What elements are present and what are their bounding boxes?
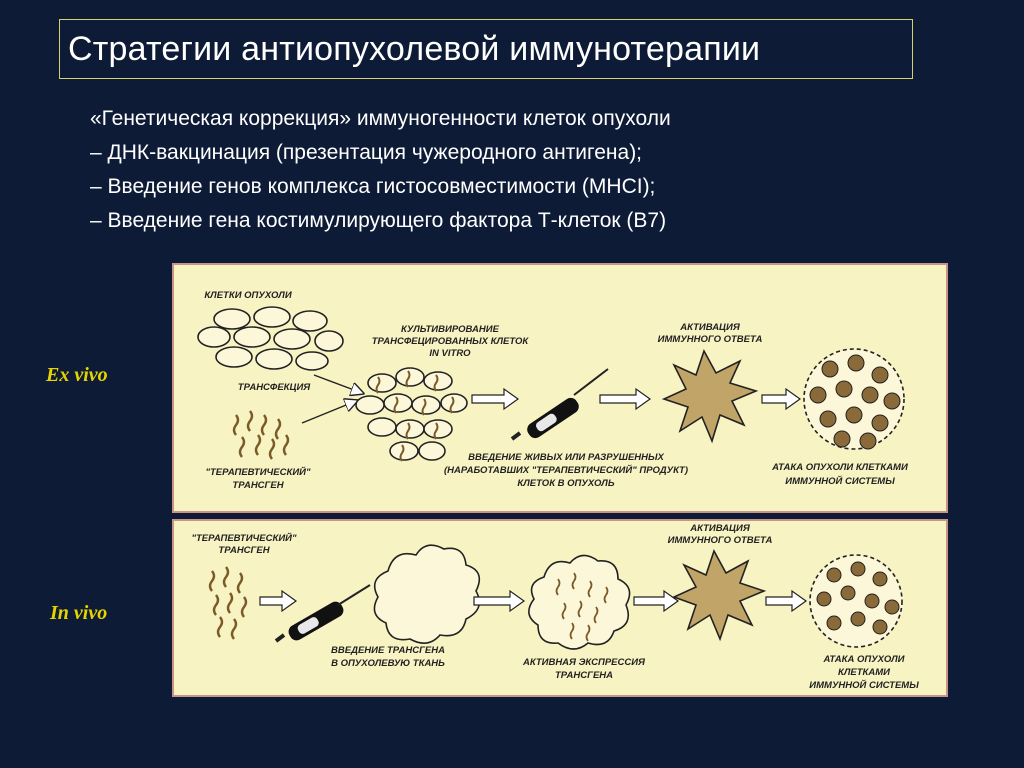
syringe-icon: [510, 368, 609, 441]
iv-introduction-line-1: ВВЕДЕНИЕ ТРАНСГЕНА: [331, 645, 445, 656]
introduction-line-3: КЛЕТОК В ОПУХОЛЬ: [517, 478, 614, 489]
iv-tumor-cloud-icon: [373, 544, 481, 644]
slide-title: Стратегии антиопухолевой иммунотерапии: [68, 30, 761, 68]
transgene-label-line-2: ТРАНСГЕН: [232, 480, 284, 491]
bullet-1: «Генетическая коррекция» иммуногенности …: [90, 107, 671, 130]
iv-flow-arrow-2: [473, 589, 526, 613]
iv-transgene-line-2: ТРАНСГЕН: [218, 545, 270, 556]
flow-arrow-2: [599, 387, 652, 411]
introduction-line-1: ВВЕДЕНИЕ ЖИВЫХ ИЛИ РАЗРУШЕННЫХ: [468, 452, 664, 463]
introduction-line-2: (НАРАБОТАВШИХ "ТЕРАПЕВТИЧЕСКИЙ" ПРОДУКТ): [444, 464, 688, 476]
in-vivo-panel: "ТЕРАПЕВТИЧЕСКИЙ" ТРАНСГЕН ВВЕДЕНИЕ ТРАН…: [172, 519, 948, 697]
iv-attack-line-3: ИММУННОЙ СИСТЕМЫ: [809, 679, 919, 691]
activation-line-2: ИММУННОГО ОТВЕТА: [658, 334, 763, 345]
transgene-label-line-1: "ТЕРАПЕВТИЧЕСКИЙ": [205, 466, 311, 478]
transfected-cells-icon: [355, 367, 468, 461]
title-box: Стратегии антиопухолевой иммунотерапии: [59, 19, 913, 79]
transfection-arrows: [301, 374, 362, 424]
iv-activation-line-1: АКТИВАЦИЯ: [689, 523, 751, 534]
iv-tumor-attack-icon: [809, 554, 903, 648]
tumor-attack-icon: [803, 348, 905, 450]
iv-attack-line-2: КЛЕТКАМИ: [838, 667, 890, 678]
iv-transgene-icon: [208, 566, 248, 640]
transfection-label: ТРАНСФЕКЦИЯ: [238, 382, 311, 393]
activation-line-1: АКТИВАЦИЯ: [679, 322, 741, 333]
iv-flow-arrow-1: [259, 589, 298, 613]
iv-flow-arrow-3: [633, 589, 680, 613]
bullet-3: – Введение генов комплекса гистосовмести…: [90, 175, 656, 198]
ex-vivo-panel: КЛЕТКИ ОПУХОЛИ КУЛЬТИВИРОВАНИЕ ТРАНСФЕЦИ…: [172, 263, 948, 513]
iv-flow-arrow-4: [765, 589, 808, 613]
in-vivo-label: In vivo: [50, 602, 108, 624]
ex-vivo-label: Ex vivo: [46, 364, 108, 386]
cultivation-line-1: КУЛЬТИВИРОВАНИЕ: [401, 324, 500, 335]
iv-expression-line-2: ТРАНСГЕНА: [555, 670, 613, 681]
flow-arrow-1: [471, 387, 520, 411]
cultivation-line-2: ТРАНСФЕЦИРОВАННЫХ КЛЕТОК: [372, 336, 530, 347]
iv-transgene-line-1: "ТЕРАПЕВТИЧЕСКИЙ": [191, 532, 297, 544]
tumor-cells-icon: [197, 306, 344, 371]
iv-syringe-icon: [274, 584, 371, 643]
attack-line-2: ИММУННОЙ СИСТЕМЫ: [785, 475, 895, 487]
iv-activation-line-2: ИММУННОГО ОТВЕТА: [668, 535, 773, 546]
transfected-gene-marks: [375, 370, 455, 462]
iv-introduction-line-2: В ОПУХОЛЕВУЮ ТКАНЬ: [331, 658, 445, 669]
tumor-cells-label: КЛЕТКИ ОПУХОЛИ: [204, 290, 291, 301]
attack-line-1: АТАКА ОПУХОЛИ КЛЕТКАМИ: [771, 462, 908, 473]
immune-activation-burst-icon: [661, 349, 759, 444]
iv-immune-activation-burst-icon: [671, 549, 767, 642]
therapeutic-transgene-icon: [232, 410, 290, 460]
bullet-4: – Введение гена костимулирующего фактора…: [90, 209, 667, 232]
iv-attack-line-1: АТАКА ОПУХОЛИ: [822, 654, 904, 665]
iv-expression-cloud-icon: [528, 554, 631, 650]
bullet-2: – ДНК-вакцинация (презентация чужеродног…: [90, 141, 643, 164]
cultivation-line-3: IN VITRO: [429, 348, 471, 359]
flow-arrow-3: [761, 387, 802, 411]
iv-expression-line-1: АКТИВНАЯ ЭКСПРЕССИЯ: [522, 657, 646, 668]
